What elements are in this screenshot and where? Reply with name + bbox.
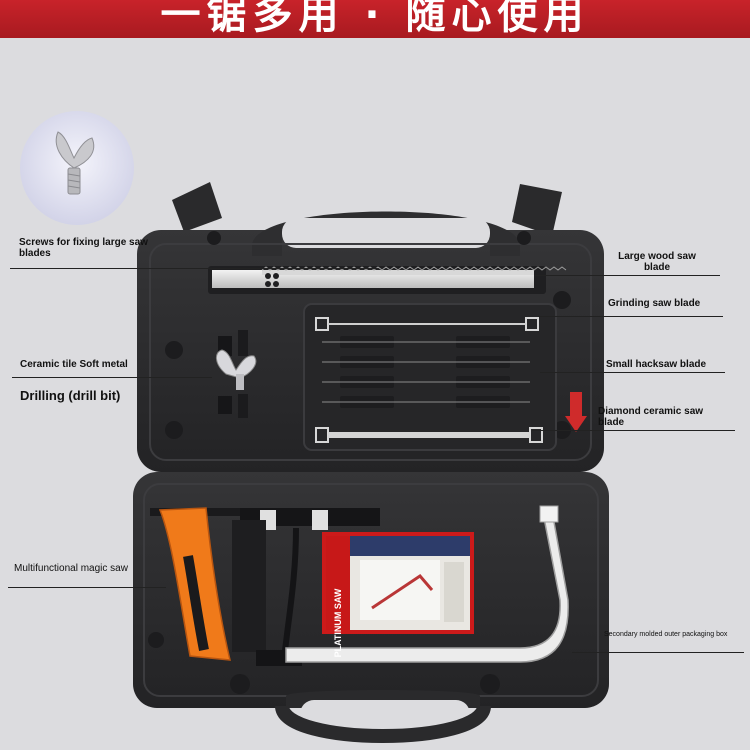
callout-drilling: Drilling (drill bit) xyxy=(20,388,121,403)
callout-secondary: Secondary molded outer packaging box xyxy=(604,631,728,638)
leader-ceramic xyxy=(12,377,212,378)
drill-bits xyxy=(216,330,257,418)
leader-diamond xyxy=(532,430,735,431)
callout-ceramic: Ceramic tile Soft metal xyxy=(20,359,128,370)
banner-title: 一锯多用 · 随心使用 xyxy=(160,0,590,38)
leader-grinding xyxy=(538,316,723,317)
callout-diamond: Diamond ceramic saw blade xyxy=(598,406,704,428)
leader-large-wood xyxy=(535,275,720,276)
callout-small-hacksaw: Small hacksaw blade xyxy=(606,359,707,370)
leader-screws xyxy=(10,268,378,269)
callout-screws: Screws for fixing large saw blades xyxy=(19,237,148,259)
leader-small-hacksaw xyxy=(540,372,725,373)
large-wood-saw-blade xyxy=(208,266,567,294)
leader-magic-saw xyxy=(8,587,166,588)
callout-grinding: Grinding saw blade xyxy=(608,298,701,309)
blade-tray xyxy=(303,303,587,451)
leader-secondary xyxy=(572,652,744,653)
product-box-label-wrap: PLATINUM SAW xyxy=(328,580,346,672)
product-box-label: PLATINUM SAW xyxy=(333,588,343,658)
product-box xyxy=(322,532,474,634)
product-photo xyxy=(20,111,609,743)
magic-saw xyxy=(150,505,569,666)
red-down-arrow-icon xyxy=(565,392,587,432)
wing-screw-inset xyxy=(20,111,134,225)
wing-screw-icon xyxy=(55,131,95,195)
callout-large-wood: Large wood saw blade xyxy=(618,251,696,273)
top-banner: 一锯多用 · 随心使用 xyxy=(0,0,750,38)
callout-magic-saw: Multifunctional magic saw xyxy=(14,563,128,574)
